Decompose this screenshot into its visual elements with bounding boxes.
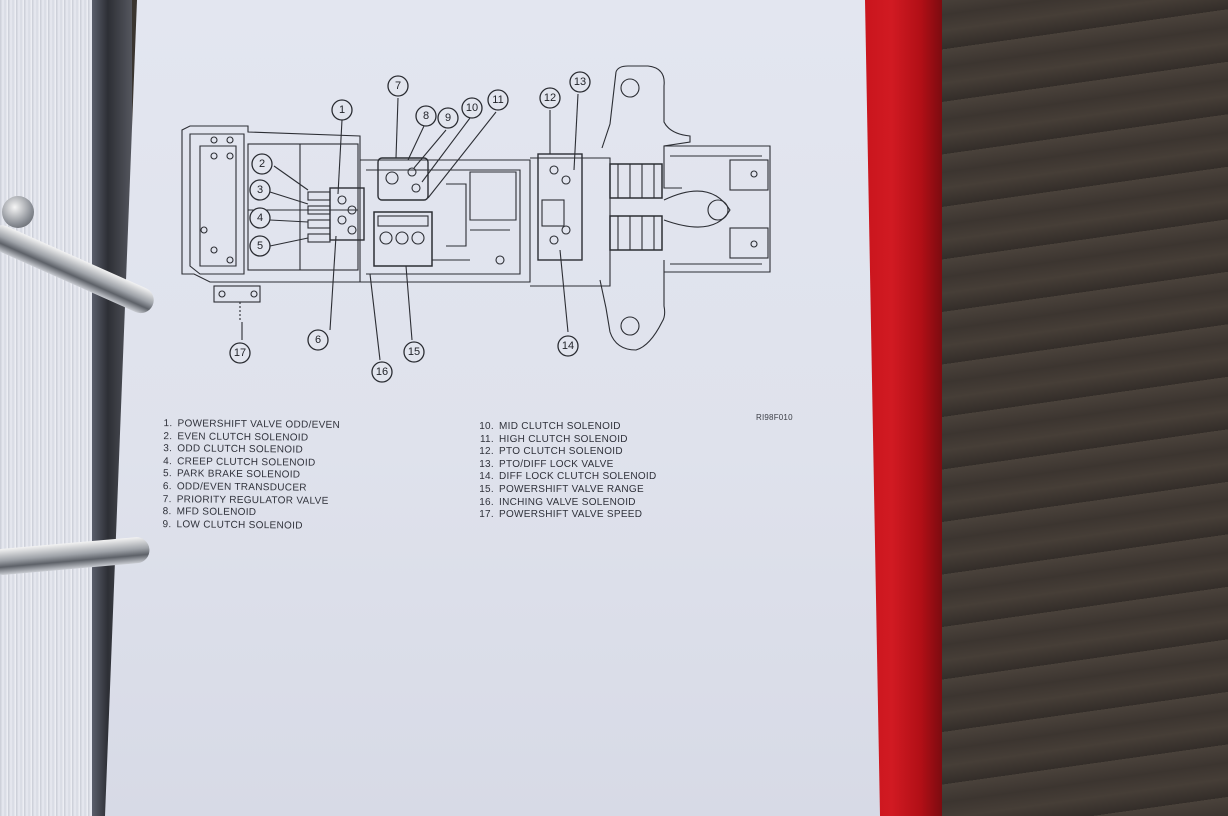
callout-1: 1: [331, 99, 353, 121]
legend-item: 10.MID CLUTCH SOLENOID: [479, 421, 621, 432]
svg-text:9: 9: [445, 112, 451, 124]
legend-item: 12.PTO CLUTCH SOLENOID: [479, 446, 623, 458]
transmission-housing-outline: [181, 125, 361, 283]
legend-item: 15.POWERSHIFT VALVE RANGE: [479, 483, 644, 495]
svg-text:10: 10: [466, 102, 478, 114]
callout-2: 2: [251, 153, 273, 175]
svg-text:16: 16: [376, 366, 388, 378]
callout-16: 16: [371, 361, 393, 383]
legend-item: 13.PTO/DIFF LOCK VALVE: [479, 458, 614, 470]
svg-text:15: 15: [408, 346, 420, 358]
svg-text:8: 8: [423, 110, 429, 122]
callout-7: 7: [387, 75, 409, 97]
svg-text:11: 11: [492, 94, 503, 106]
svg-text:17: 17: [234, 347, 246, 359]
svg-text:12: 12: [544, 92, 556, 104]
callout-5: 5: [249, 235, 271, 257]
manual-page: [105, 0, 880, 816]
svg-text:13: 13: [574, 76, 586, 88]
svg-text:3: 3: [257, 184, 263, 196]
callout-13: 13: [569, 71, 591, 93]
callout-12: 12: [539, 87, 561, 109]
legend-item: 17.POWERSHIFT VALVE SPEED: [479, 509, 643, 521]
legend-right: 10.MID CLUTCH SOLENOID 11.HIGH CLUTCH SO…: [478, 421, 657, 522]
binder-ring-top-cap: [2, 196, 34, 228]
callout-9: 9: [437, 107, 459, 129]
legend-left: 1.POWERSHIFT VALVE ODD/EVEN 2.EVEN CLUTC…: [157, 418, 340, 533]
callout-8: 8: [415, 105, 437, 127]
legend-item: 9.LOW CLUTCH SOLENOID: [162, 518, 303, 532]
svg-text:4: 4: [257, 212, 263, 224]
pto-diff-lock-valve: [609, 163, 663, 199]
powershift-valve-range: [373, 211, 433, 267]
callout-17: 17: [229, 342, 251, 364]
svg-text:2: 2: [259, 158, 265, 170]
callout-4: 4: [249, 207, 271, 229]
callout-14: 14: [557, 335, 579, 357]
svg-text:7: 7: [395, 80, 401, 92]
priority-regulator-valve: [377, 157, 429, 201]
legend-item: 16.INCHING VALVE SOLENOID: [479, 496, 636, 508]
callout-15: 15: [403, 341, 425, 363]
svg-text:1: 1: [339, 104, 345, 116]
callout-11: 11: [487, 89, 509, 111]
svg-text:6: 6: [315, 334, 321, 346]
legend-item: 11.HIGH CLUTCH SOLENOID: [479, 433, 628, 445]
callout-3: 3: [249, 179, 271, 201]
svg-text:14: 14: [562, 340, 574, 352]
legend-item: 14.DIFF LOCK CLUTCH SOLENOID: [479, 471, 657, 483]
callout-6: 6: [307, 329, 329, 351]
powershift-valve-odd-even: [329, 187, 365, 241]
svg-text:5: 5: [257, 240, 263, 252]
hydraulic-diagram: 1 2 3 4 5 6 7 8 9 10 11 12 13 14 15 16 1…: [181, 65, 771, 383]
callout-10: 10: [461, 97, 483, 119]
figure-code: RI98F010: [756, 413, 793, 422]
wooden-table: [920, 0, 1228, 816]
